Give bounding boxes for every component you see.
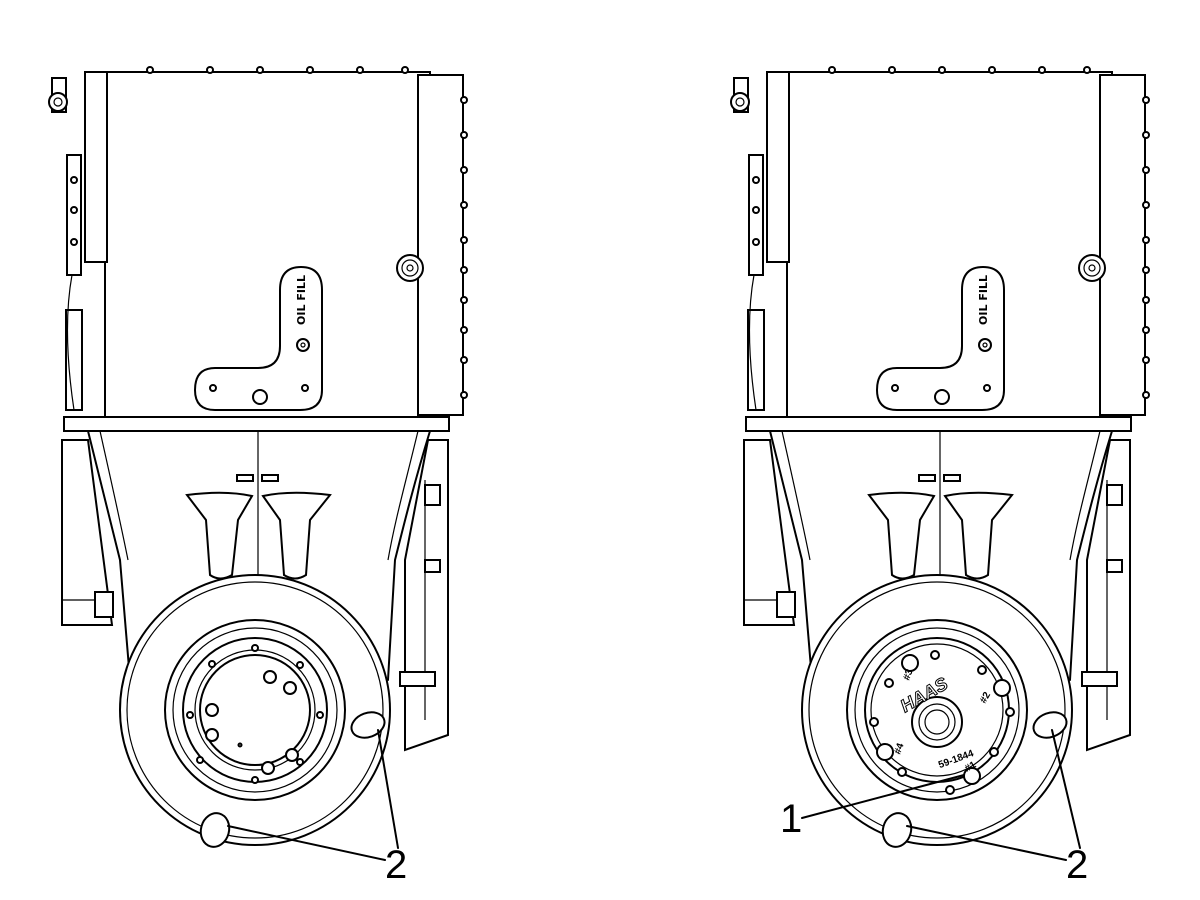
- right-view: HAAS 59-1844 #1 #2 #3 #4 OIL FILL 1 2: [730, 66, 1150, 887]
- hole-label-2: #2: [978, 690, 993, 706]
- left-view: OIL FILL 2: [48, 66, 468, 887]
- left-oil-fill-label: OIL FILL: [295, 275, 308, 325]
- left-callout-2: 2: [385, 843, 407, 887]
- right-leader-2a: [1051, 729, 1081, 849]
- left-spindle-face: [182, 637, 328, 784]
- hole-label-1: #1: [963, 759, 979, 774]
- right-leader-1: [801, 774, 965, 819]
- hole-label-3: #3: [901, 667, 915, 682]
- right-callout-2: 2: [1066, 843, 1088, 887]
- right-leader-2b: [906, 825, 1067, 861]
- left-leader-2b: [227, 825, 386, 861]
- right-oil-fill-label: OIL FILL: [977, 275, 990, 325]
- right-callout-1: 1: [780, 797, 802, 841]
- hole-label-4: #4: [892, 741, 906, 756]
- left-leader-2a: [377, 729, 399, 849]
